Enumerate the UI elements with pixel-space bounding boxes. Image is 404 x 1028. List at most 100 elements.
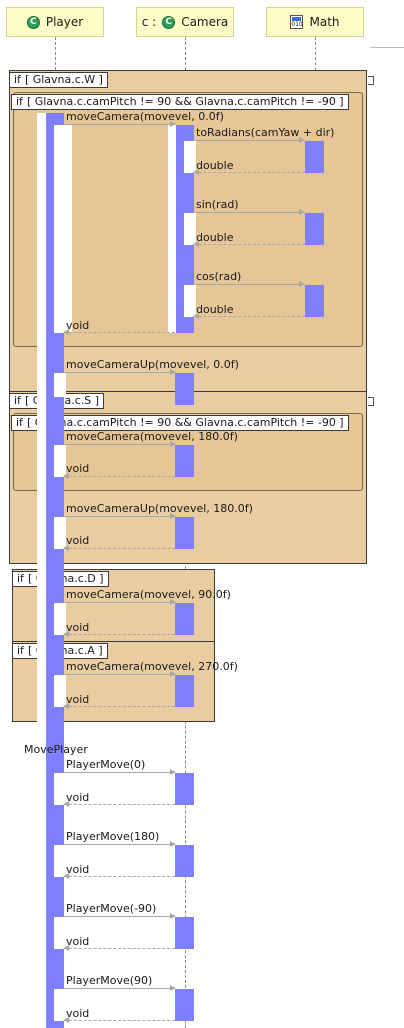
camera-nested-activation xyxy=(184,285,196,317)
camera-activation-pm180[interactable] xyxy=(175,845,194,877)
return-arrow[interactable] xyxy=(63,801,175,807)
player-nested-activation xyxy=(54,989,66,1021)
message-label: PlayerMove(0) xyxy=(66,758,146,771)
message-arrow[interactable] xyxy=(64,913,176,919)
camera-activation-a[interactable] xyxy=(175,675,194,707)
message-arrow[interactable] xyxy=(64,369,176,375)
camera-nested-activation xyxy=(184,213,196,245)
return-arrow[interactable] xyxy=(63,329,175,335)
guard-keyword: if xyxy=(16,416,23,429)
message-arrow[interactable] xyxy=(64,599,176,605)
camera-activation-s[interactable] xyxy=(175,445,194,477)
camera-activation-pm90[interactable] xyxy=(175,989,194,1021)
message-label: moveCamera(movevel, 180.0f) xyxy=(66,430,238,443)
player-nested-activation xyxy=(54,125,72,333)
guard-s-pitch: if[ Glavna.c.camPitch != 90 && Glavna.c.… xyxy=(11,415,349,431)
return-label: double xyxy=(196,231,234,244)
lifeline-camera-prefix: c : xyxy=(141,15,157,29)
math-activation-sin[interactable] xyxy=(305,213,324,245)
message-arrow[interactable] xyxy=(196,281,305,287)
guard-text: [ Glavna.c.W ] xyxy=(24,73,103,86)
message-label: PlayerMove(90) xyxy=(66,974,153,987)
message-label: moveCameraUp(movevel, 180.0f) xyxy=(66,502,253,515)
player-nested-activation xyxy=(54,373,66,397)
player-nested-activation xyxy=(54,773,66,805)
math-activation-cos[interactable] xyxy=(305,285,324,317)
message-arrow[interactable] xyxy=(64,671,176,677)
class-icon: C xyxy=(26,15,40,29)
return-label: void xyxy=(66,319,90,332)
return-arrow[interactable] xyxy=(193,313,305,319)
guard-keyword: if xyxy=(17,572,24,585)
return-arrow[interactable] xyxy=(63,473,175,479)
return-arrow[interactable] xyxy=(63,873,175,879)
return-label: void xyxy=(66,693,90,706)
lifeline-camera-header[interactable]: c : C Camera xyxy=(136,7,234,37)
message-label: toRadians(camYaw + dir) xyxy=(196,126,335,139)
return-label: void xyxy=(66,621,90,634)
binary-file-glyph: 010 xyxy=(291,21,303,28)
message-arrow[interactable] xyxy=(64,513,176,519)
message-arrow[interactable] xyxy=(64,985,176,991)
binary-file-icon: 010 xyxy=(290,15,304,29)
player-nested-activation xyxy=(54,603,66,635)
lifeline-math-label: Math xyxy=(309,15,340,29)
lifeline-player-label: Player xyxy=(45,15,84,29)
camera-activation-s-up[interactable] xyxy=(175,517,194,549)
return-arrow[interactable] xyxy=(193,241,305,247)
message-label: moveCameraUp(movevel, 0.0f) xyxy=(66,358,239,371)
return-arrow[interactable] xyxy=(63,945,175,951)
message-arrow[interactable] xyxy=(196,137,305,143)
return-arrow[interactable] xyxy=(63,545,175,551)
player-nested-activation xyxy=(54,845,66,877)
frame-side-marker xyxy=(368,397,374,406)
message-label: PlayerMove(180) xyxy=(66,830,160,843)
return-arrow[interactable] xyxy=(63,1017,175,1023)
return-label: double xyxy=(196,303,234,316)
return-arrow[interactable] xyxy=(193,169,305,175)
group-label-moveplayer: MovePlayer xyxy=(24,743,88,756)
lifeline-player-header[interactable]: C Player xyxy=(6,7,104,37)
guard-text: [ Glavna.c.camPitch != 90 && Glavna.c.ca… xyxy=(26,95,344,108)
guard-text: [ Glavna.c.camPitch != 90 && Glavna.c.ca… xyxy=(26,416,344,429)
return-arrow[interactable] xyxy=(63,631,175,637)
return-label: void xyxy=(66,863,90,876)
guard-keyword: if xyxy=(16,95,23,108)
message-label: moveCamera(movevel, 270.0f) xyxy=(66,660,238,673)
guard-w: if[ Glavna.c.W ] xyxy=(9,72,108,88)
return-arrow[interactable] xyxy=(63,703,175,709)
camera-nested-activation xyxy=(184,141,196,173)
message-label: moveCamera(movevel, 0.0f) xyxy=(66,110,224,123)
message-label: sin(rad) xyxy=(196,198,239,211)
player-nested-activation xyxy=(54,517,66,549)
message-arrow[interactable] xyxy=(64,841,176,847)
return-label: void xyxy=(66,1007,90,1020)
lifeline-camera-label: Camera xyxy=(181,15,229,29)
player-nested-activation xyxy=(54,445,66,477)
return-label: double xyxy=(196,159,234,172)
guard-keyword: if xyxy=(14,73,21,86)
return-label: void xyxy=(66,534,90,547)
camera-activation-w-up[interactable] xyxy=(175,373,194,405)
separator-line xyxy=(370,47,404,48)
return-label: void xyxy=(66,462,90,475)
message-arrow[interactable] xyxy=(64,769,176,775)
camera-activation-pm-neg90[interactable] xyxy=(175,917,194,949)
return-label: void xyxy=(66,935,90,948)
guard-keyword: if xyxy=(17,644,24,657)
class-icon: C xyxy=(162,15,176,29)
message-arrow[interactable] xyxy=(64,441,176,447)
camera-activation-pm0[interactable] xyxy=(175,773,194,805)
message-arrow[interactable] xyxy=(196,209,305,215)
camera-activation-bg xyxy=(168,125,176,333)
math-activation-toradians[interactable] xyxy=(305,141,324,173)
player-nested-activation xyxy=(54,917,66,949)
lifeline-math-header[interactable]: 010 Math xyxy=(266,7,364,37)
frame-side-marker xyxy=(368,76,374,85)
guard-keyword: if xyxy=(14,394,21,407)
camera-activation-d[interactable] xyxy=(175,603,194,635)
player-nested-activation xyxy=(54,675,66,707)
message-arrow[interactable] xyxy=(64,121,176,127)
return-label: void xyxy=(66,791,90,804)
message-label: moveCamera(movevel, 90.0f) xyxy=(66,588,231,601)
